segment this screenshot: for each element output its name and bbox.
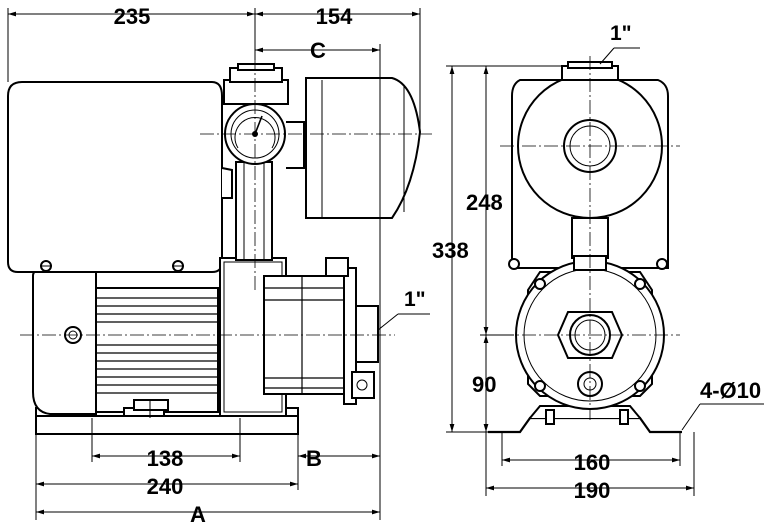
dim-240: 240 (147, 474, 184, 499)
inlet-casing (343, 267, 357, 405)
dim-160: 160 (574, 450, 611, 475)
front-dimensions: 338 248 90 160 190 1" 4-Ø10 (432, 22, 764, 503)
dim-c: C (310, 38, 326, 63)
front-view (488, 56, 682, 434)
side-base-plate (35, 415, 299, 435)
dim-235: 235 (114, 4, 151, 29)
dim-outlet-thread: 1" (610, 22, 632, 45)
dim-a: A (190, 502, 206, 527)
front-base-bracket (488, 416, 682, 434)
dim-90: 90 (472, 372, 496, 397)
dim-154: 154 (316, 4, 353, 29)
riser-pipe (235, 161, 273, 261)
motor-body (32, 269, 97, 415)
controller-box (7, 81, 223, 273)
dim-inlet-thread: 1" (404, 288, 426, 311)
dim-b: B (306, 446, 322, 471)
pressure-tank (305, 77, 422, 219)
dim-190: 190 (574, 478, 611, 503)
inlet-port (355, 305, 379, 363)
dim-248: 248 (466, 190, 503, 215)
dim-338: 338 (432, 238, 469, 263)
side-dimensions: 235 154 C 138 B 240 A 1" (7, 4, 430, 527)
dim-mounting-holes: 4-Ø10 (700, 378, 761, 403)
dim-138: 138 (147, 446, 184, 471)
side-view (7, 12, 432, 435)
